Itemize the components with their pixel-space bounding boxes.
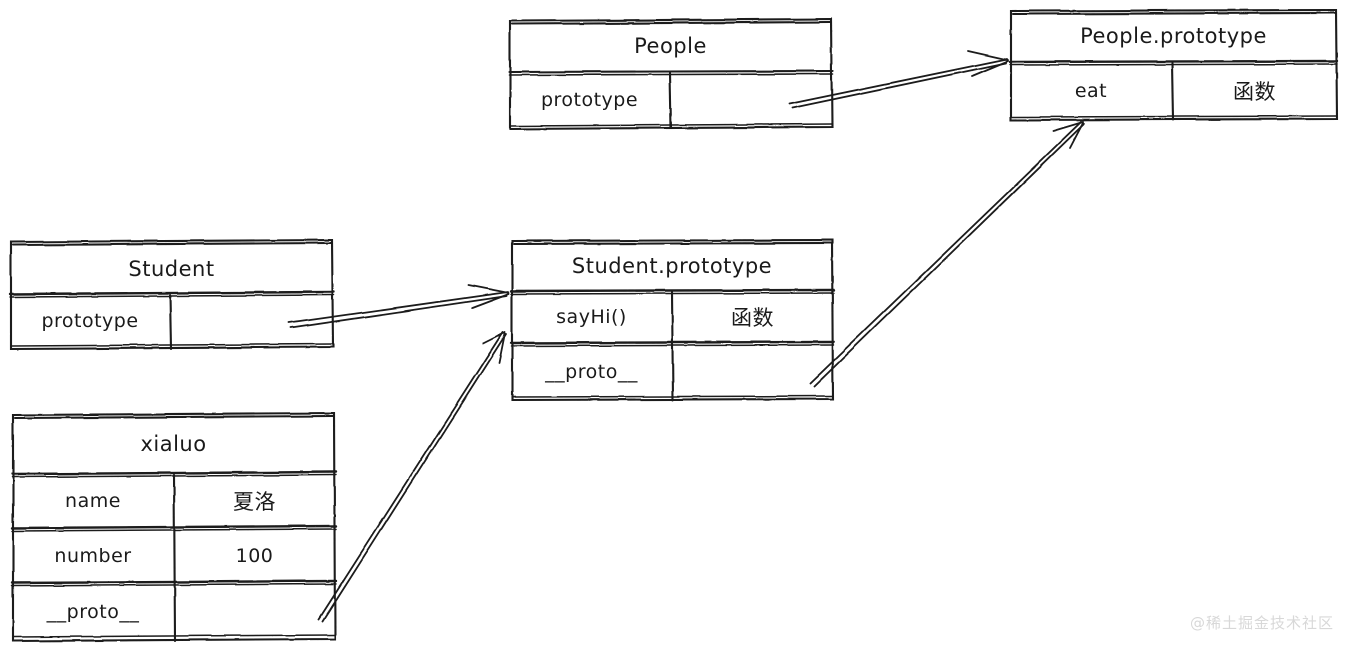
box-student-prototype[interactable] xyxy=(509,238,836,402)
arrow-student-to-student-prototype xyxy=(288,284,510,329)
watermark: @稀土掘金技术社区 xyxy=(1189,614,1334,632)
box-student[interactable] xyxy=(8,238,336,351)
arrow-student-proto-to-people-prototype xyxy=(809,121,1085,387)
arrow-xialuo-proto-to-student-prototype xyxy=(318,331,507,622)
box-people-prototype[interactable] xyxy=(1008,8,1339,122)
box-xialuo[interactable] xyxy=(10,411,338,643)
arrow-people-to-people-prototype xyxy=(788,50,1009,109)
box-people[interactable] xyxy=(507,17,835,131)
